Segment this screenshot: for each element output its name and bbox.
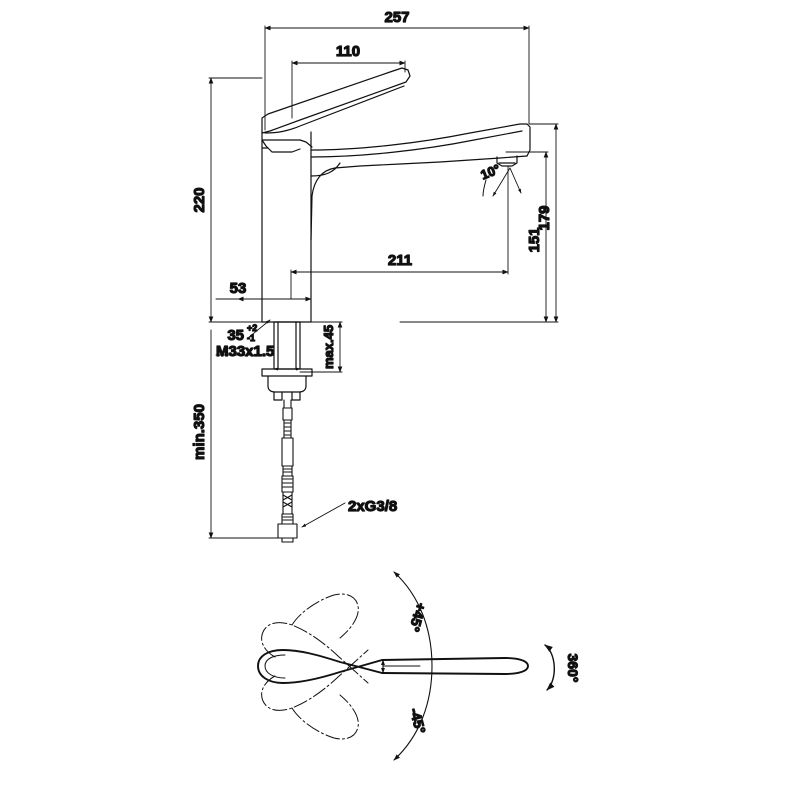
dimension-179-label: 179: [536, 205, 553, 230]
dimension-min350: [208, 329, 297, 539]
plan-view-lever-solid: [257, 649, 529, 684]
dimension-211-label: 211: [388, 252, 412, 269]
plan-view-lever-swivel-plus: [261, 593, 369, 684]
swivel-minus-label: -45°: [407, 706, 429, 735]
dimension-35-tol-plus: +2: [247, 323, 257, 333]
dimension-110-label: 110: [336, 43, 360, 60]
plan-view-swivel-arc: [381, 571, 433, 761]
dimension-35-group: 35 +2 -1: [227, 322, 258, 344]
thread-label: M33x1.5: [216, 343, 274, 360]
dimension-53-label: 53: [230, 280, 247, 297]
dimension-257: [264, 25, 530, 131]
supply-hose: [277, 399, 298, 543]
dimension-110: [291, 60, 406, 119]
plan-view-lever-swivel-minus: [261, 649, 369, 740]
dimension-257-label: 257: [384, 9, 409, 26]
dimension-35-tol-minus: -1: [247, 333, 255, 343]
dimension-max45-label: max.45: [321, 325, 336, 369]
mounting-shank: [261, 321, 313, 401]
leader-lines: [215, 319, 301, 371]
dimension-max45: [299, 321, 343, 373]
leader-g38: [301, 502, 346, 528]
plan-view-lever-thin: [264, 654, 421, 679]
faucet-body-outline: [261, 67, 531, 323]
dimension-151-label: 151: [526, 227, 543, 252]
rotation-label: 360°: [565, 654, 581, 683]
supply-connection-label: 2xG3/8: [348, 498, 397, 515]
dimension-211: [290, 165, 509, 300]
dimension-35-label: 35: [227, 327, 244, 344]
dimension-220-label: 220: [191, 187, 208, 212]
swivel-plus-label: +45°: [406, 601, 429, 634]
dimension-220: [208, 77, 263, 323]
dimension-10deg: [482, 167, 522, 197]
dimension-179: [399, 123, 559, 323]
dimension-min350-label: min.350: [191, 404, 208, 460]
dimension-151: [505, 151, 549, 323]
plan-view-rotation-arc: [544, 644, 555, 691]
